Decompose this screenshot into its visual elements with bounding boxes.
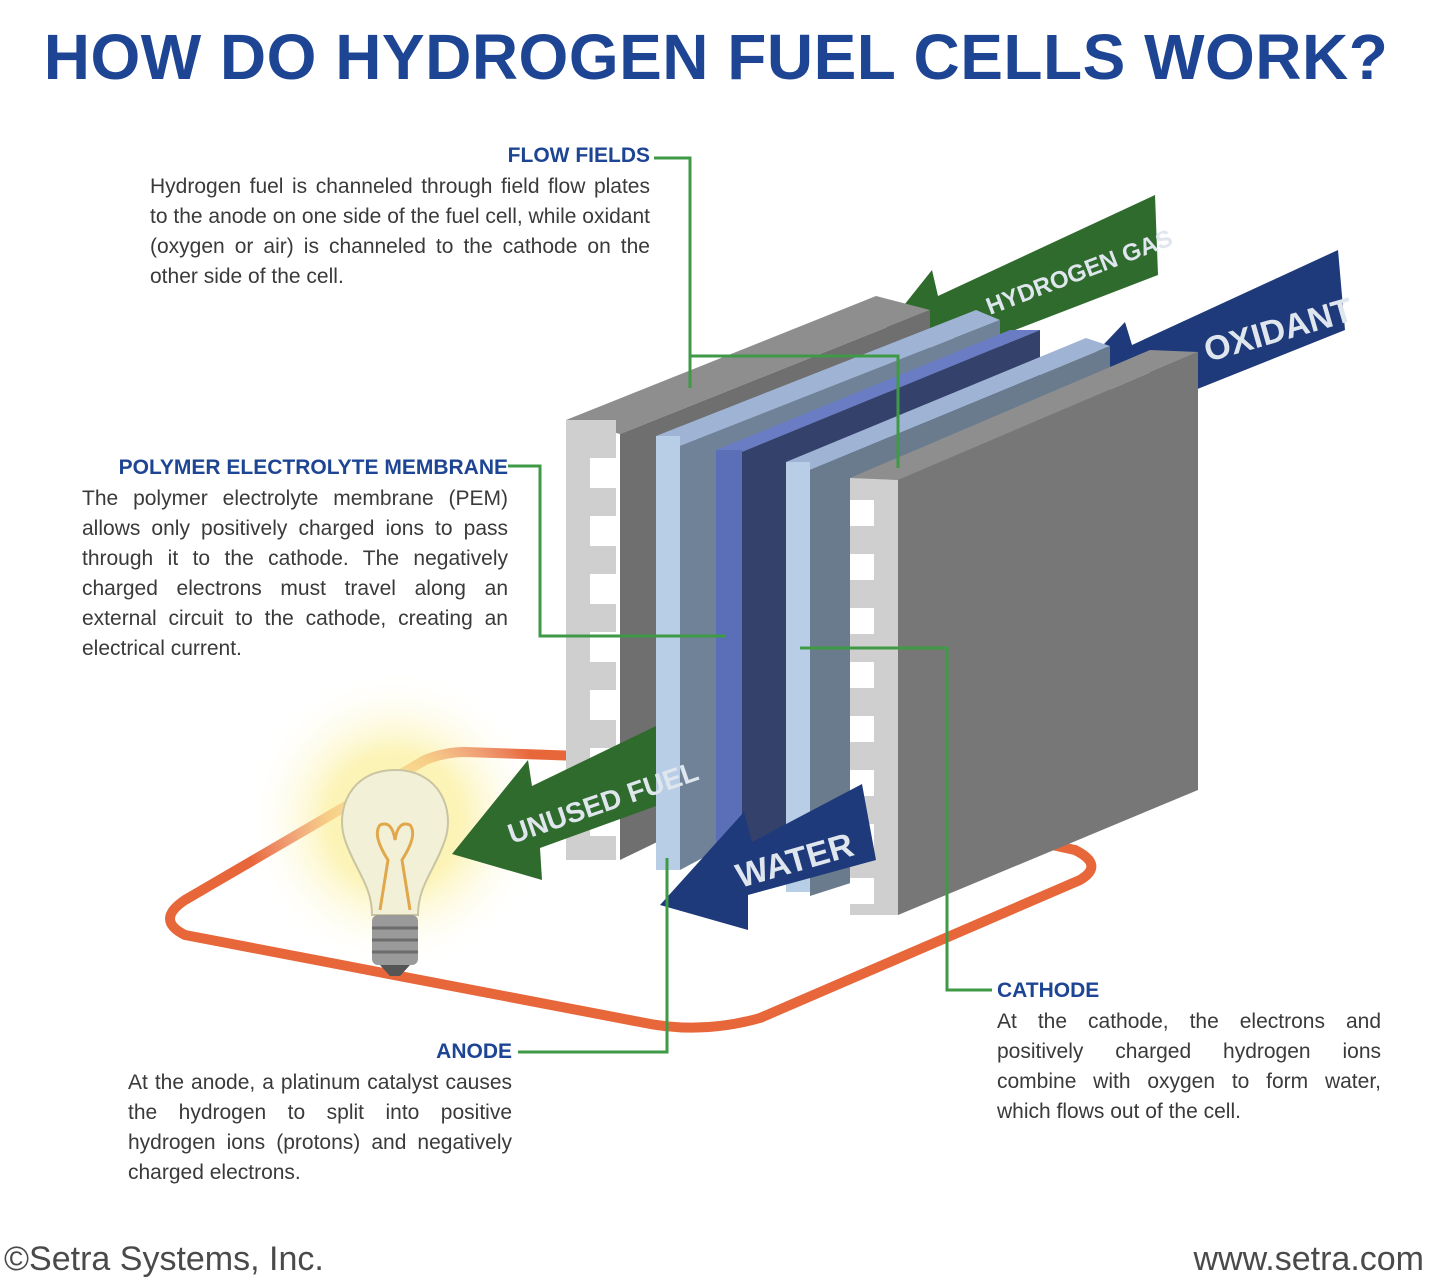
anode-leader	[518, 858, 669, 1054]
flow-fields-leader	[654, 156, 692, 388]
anode-heading: ANODE	[436, 1040, 512, 1063]
flow-fields-leader-branch	[690, 354, 900, 468]
pem-leader	[508, 464, 726, 638]
light-bulb-icon	[245, 670, 545, 976]
cathode-leader	[800, 646, 992, 992]
pem-heading: POLYMER ELECTROLYTE MEMBRANE	[118, 456, 508, 479]
flow-fields-heading: FLOW FIELDS	[507, 144, 650, 167]
flow-fields-callout: FLOW FIELDS Hydrogen fuel is channeled t…	[150, 144, 650, 292]
anode-description: At the anode, a platinum catalyst causes…	[128, 1071, 512, 1184]
cathode-description: At the cathode, the electrons and positi…	[997, 1010, 1381, 1123]
flow-fields-description: Hydrogen fuel is channeled through field…	[150, 175, 650, 288]
website-link[interactable]: www.setra.com	[1193, 1240, 1425, 1278]
cathode-heading: CATHODE	[997, 979, 1100, 1002]
anode-callout: ANODE At the anode, a platinum catalyst …	[128, 1040, 512, 1188]
copyright-text: ©Setra Systems, Inc.	[4, 1240, 324, 1278]
pem-callout: POLYMER ELECTROLYTE MEMBRANE The polymer…	[82, 456, 508, 664]
page-title: HOW DO HYDROGEN FUEL CELLS WORK?	[43, 21, 1389, 93]
pem-description: The polymer electrolyte membrane (PEM) a…	[82, 487, 508, 660]
cathode-callout: CATHODE At the cathode, the electrons an…	[997, 979, 1381, 1127]
